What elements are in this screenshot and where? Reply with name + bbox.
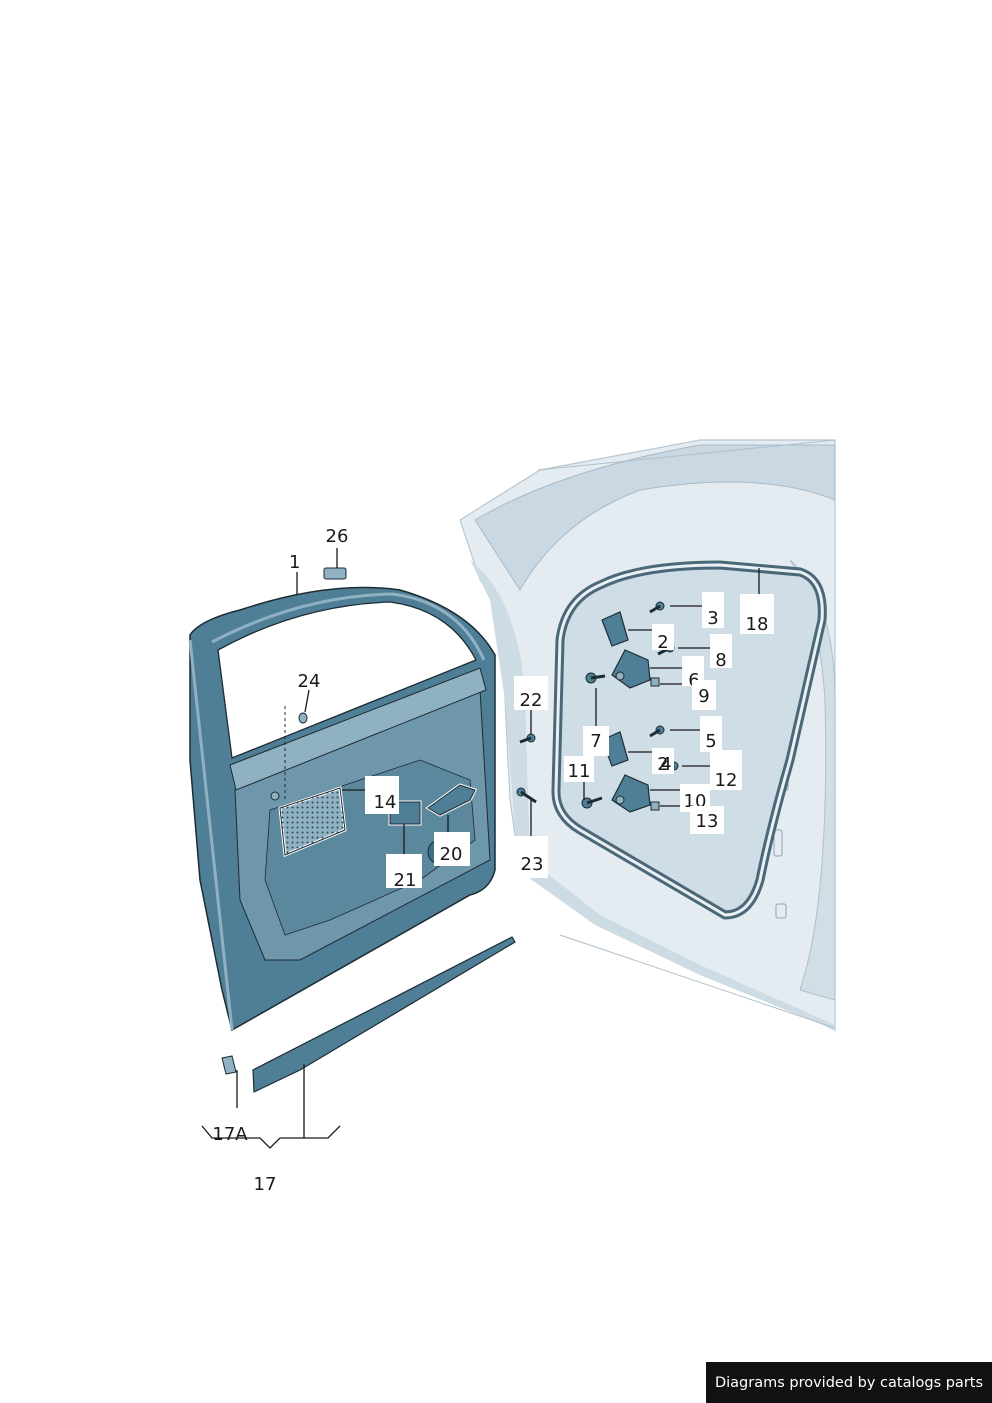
body-crease-line <box>537 439 836 471</box>
plug-24-icon <box>298 712 308 724</box>
callout-label: 17A <box>212 1124 248 1145</box>
bolt-23-icon <box>516 787 537 804</box>
upper-hinge-pin <box>615 671 625 681</box>
credit-banner: Diagrams provided by catalogs parts <box>706 1362 992 1403</box>
callout-label: 20 <box>440 844 463 865</box>
door-window-glass <box>217 601 477 759</box>
upper-hinge-body-half <box>601 611 629 647</box>
bolt-5-icon <box>649 725 665 738</box>
speaker-grille <box>278 785 347 858</box>
door-belt-rail <box>229 667 487 791</box>
callout-label: 24 <box>298 671 321 692</box>
sill-line <box>559 934 836 1029</box>
callout-label: 2 <box>657 632 668 653</box>
callout-label: 3 <box>707 608 718 629</box>
bolt-7-icon <box>585 672 606 684</box>
striker-slot-2 <box>773 829 783 857</box>
callout-label: 22 <box>520 690 543 711</box>
door-edge-highlight <box>188 639 234 1031</box>
callout-label: 23 <box>521 854 544 875</box>
callout-label: 2 <box>657 754 668 775</box>
door-seal-inner <box>554 563 824 917</box>
callout-label: 5 <box>705 731 716 752</box>
bolt-3-icon <box>649 601 665 614</box>
callout-label: 17 <box>254 1174 277 1195</box>
callout-label: 18 <box>746 614 769 635</box>
door-opening <box>551 560 827 920</box>
callout-label: 21 <box>394 870 417 891</box>
callout-label: 13 <box>696 811 719 832</box>
door-window-frame-inner <box>211 592 486 661</box>
callout-label: 12 <box>715 770 738 791</box>
callout-labels: 1 2 2 3 4 5 6 7 8 9 10 11 12 13 14 17 17… <box>212 526 774 1195</box>
door-opening-panel <box>555 565 823 915</box>
bolt-22-icon <box>519 733 536 744</box>
cover-26-icon <box>323 567 347 580</box>
roof-shade <box>474 444 836 591</box>
callout-label: 7 <box>590 731 601 752</box>
callout-label: 1 <box>289 552 300 573</box>
callout-label: 8 <box>715 650 726 671</box>
callout-label: 26 <box>326 526 349 547</box>
bolt-11-icon <box>581 796 603 809</box>
cap-9-icon <box>650 677 660 687</box>
striker-slot-3 <box>775 903 787 919</box>
door-hole-1 <box>270 791 280 801</box>
callout-label: 9 <box>698 686 709 707</box>
lower-hinge-pin <box>615 795 625 805</box>
sill-trim-strip <box>252 936 516 1093</box>
clip-17a-icon <box>221 1055 237 1075</box>
callout-label: 11 <box>568 761 591 782</box>
cap-13-icon <box>650 801 660 811</box>
callout-label: 14 <box>374 792 397 813</box>
callout-label: 4 <box>660 754 671 775</box>
